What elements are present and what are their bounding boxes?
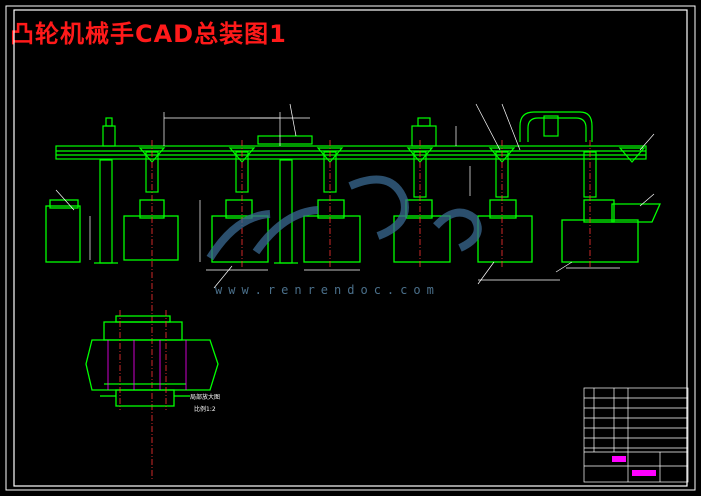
detail-view-scale: 比例1:2: [194, 406, 216, 413]
title-block-fill: [612, 456, 656, 476]
fixture-stations: [45, 199, 662, 263]
centerlines: [151, 140, 591, 480]
watermark-logo: [206, 175, 482, 261]
detail-centerlines: [119, 310, 167, 410]
rail-beam: [55, 145, 647, 160]
drawing-border-inner: [13, 9, 688, 487]
drawing-border-outer: [5, 5, 696, 491]
watermark-text: www.renrendoc.com: [215, 283, 440, 297]
carriage-cylinder: [257, 111, 593, 147]
detail-view-label: 局部放大图: [190, 394, 221, 401]
page-title: 凸轮机械手CAD总装图1: [10, 20, 287, 48]
detail-hatching: [107, 340, 187, 390]
support-columns: [94, 117, 298, 264]
title-block: [583, 387, 689, 483]
detail-view: [85, 315, 219, 407]
dimension-lines: [89, 112, 620, 281]
leader-lines: [55, 103, 655, 289]
